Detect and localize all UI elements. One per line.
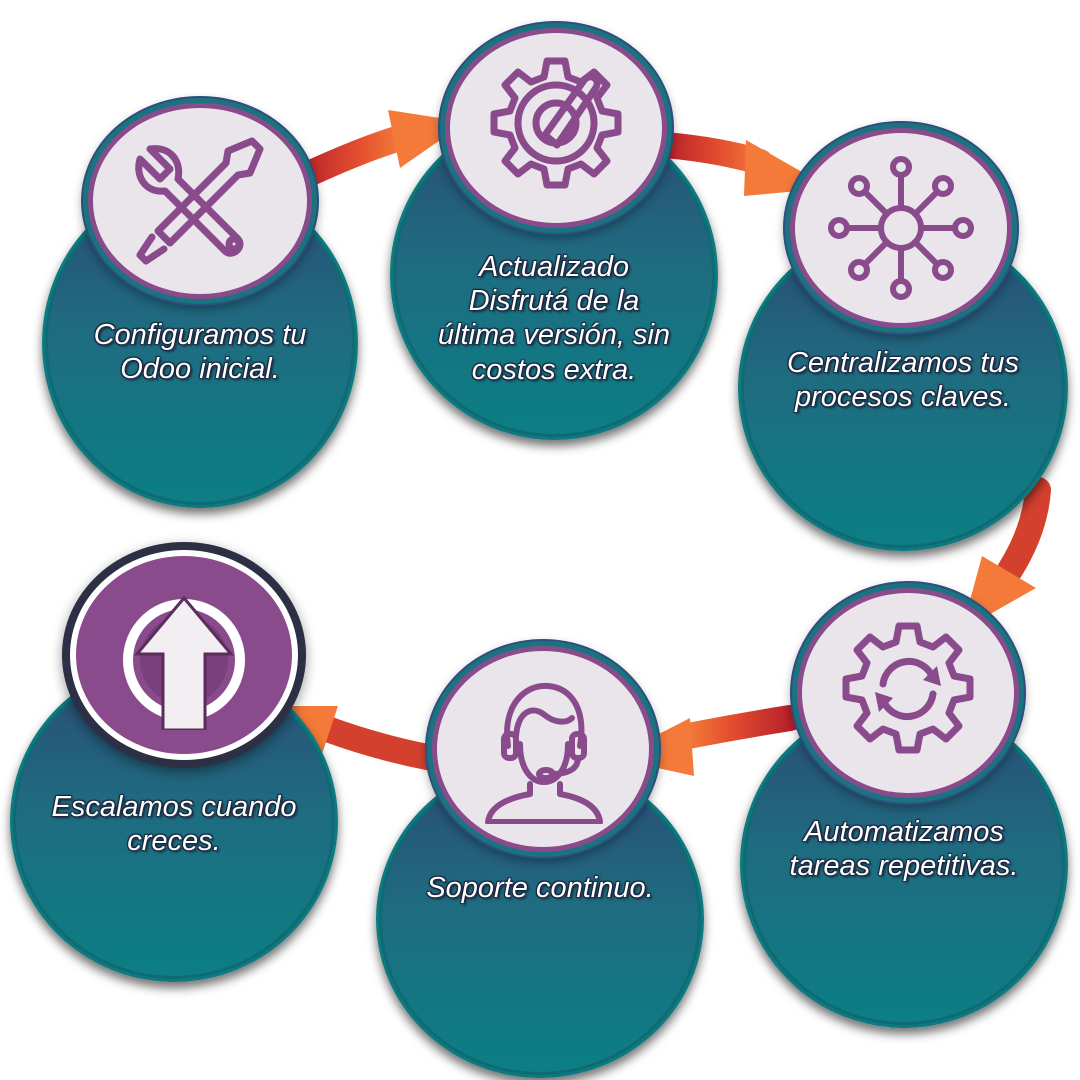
label-line: Escalamos cuando: [51, 791, 297, 823]
label-line: Disfrutá de la: [468, 285, 640, 318]
upgrade-arrow-icon: [123, 595, 245, 730]
label-line: procesos claves.: [795, 381, 1011, 414]
label-line: creces.: [127, 825, 221, 858]
step-support-label: Soporte continuo.: [376, 871, 704, 905]
step-support-badge: [432, 646, 654, 852]
step-configure-label: Configuramos tu Odoo inicial.: [42, 318, 358, 386]
gear-refresh-icon: [842, 622, 974, 754]
step-update-badge: [445, 28, 667, 228]
step-update-label: Actualizado Disfrutá de la última versió…: [390, 250, 718, 387]
network-hub-icon: [828, 156, 974, 300]
step-configure-badge: [88, 103, 312, 299]
label-line: Actualizado: [479, 251, 629, 283]
arrow-centralize-to-automate: [962, 477, 1051, 630]
step-centralize-badge: [790, 128, 1012, 328]
gear-wrench-icon: [490, 57, 622, 189]
step-scale-badge: [70, 550, 298, 760]
step-automate-label: Automatizamos tareas repetitivas.: [740, 815, 1068, 883]
wrench-screwdriver-icon: [135, 137, 264, 265]
label-line: última versión, sin: [437, 319, 671, 352]
step-automate-badge: [797, 588, 1019, 798]
label-line: Automatizamos: [804, 816, 1004, 848]
label-line: Configuramos tu: [93, 319, 307, 351]
label-line: Odoo inicial.: [120, 353, 280, 386]
step-centralize-label: Centralizamos tus procesos claves.: [738, 346, 1068, 414]
step-scale-label: Escalamos cuando creces.: [10, 790, 338, 858]
support-agent-icon: [485, 682, 603, 824]
label-line: Soporte continuo.: [426, 872, 654, 904]
label-line: tareas repetitivas.: [789, 850, 1019, 883]
label-line: Centralizamos tus: [786, 347, 1020, 379]
label-line: costos extra.: [471, 353, 637, 386]
